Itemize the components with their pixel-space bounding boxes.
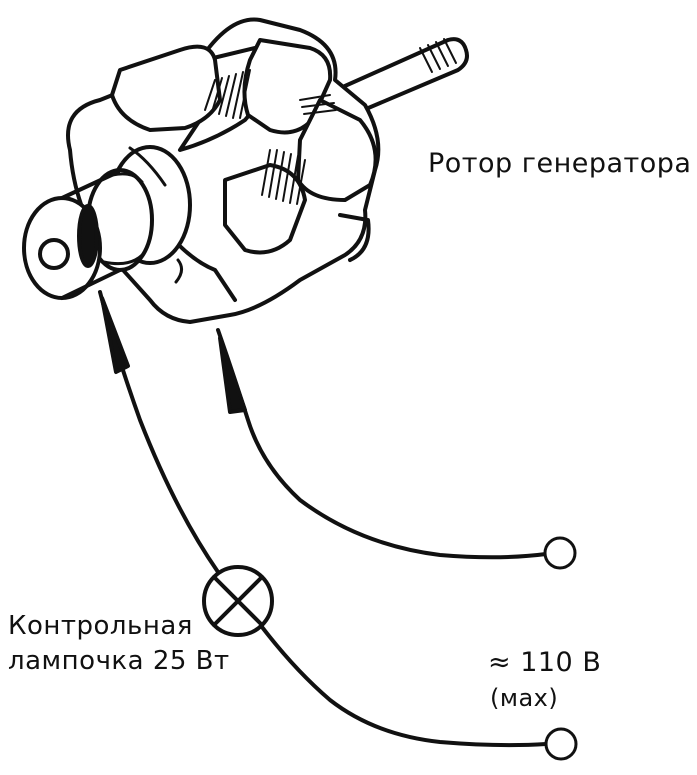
probe-wire-2 [216,328,548,560]
voltage-max-label: (мах) [490,684,559,712]
terminal-2 [544,727,578,761]
probe-arrow-2 [218,336,247,414]
rotor-label: Ротор генератора [428,148,692,179]
terminal-1 [543,536,577,570]
probe-wire-1 [98,290,247,602]
lamp-symbol [202,565,274,637]
lamp-label-line1: Контрольная [8,611,193,641]
probe-arrow-1 [100,296,130,374]
lamp-wire [260,625,548,748]
lamp-label-line2: лампочка 25 Вт [8,646,230,676]
voltage-label: ≈ 110 В [488,647,602,678]
slip-rings [22,145,192,300]
